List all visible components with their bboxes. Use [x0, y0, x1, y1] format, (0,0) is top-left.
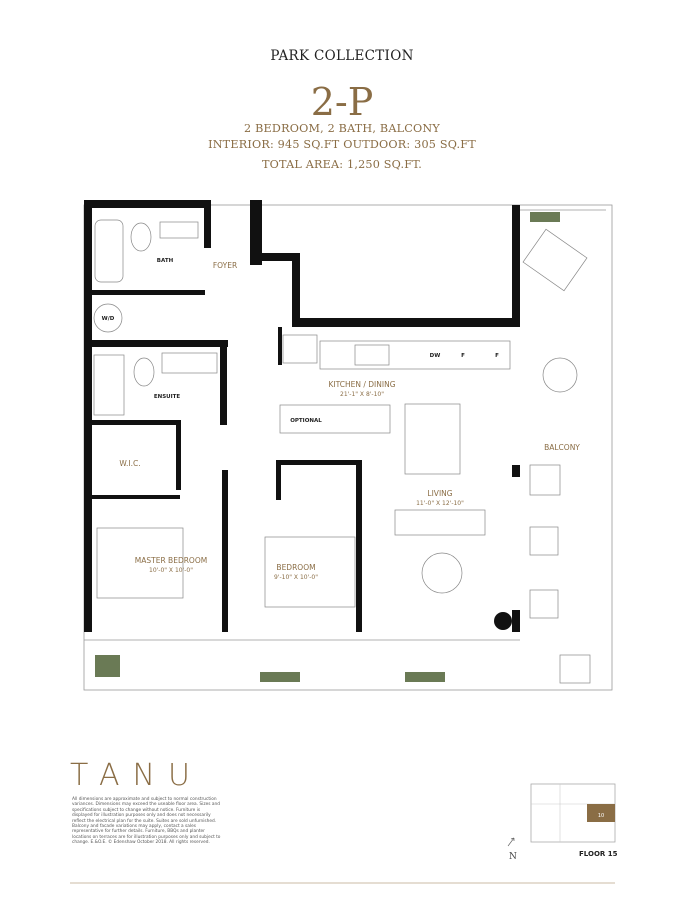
disclaimer-text: All dimensions are approximate and subje…	[72, 797, 221, 846]
balcony-chair-icon	[559, 654, 591, 684]
room-label-living: LIVING	[427, 489, 452, 498]
total-area-line: TOTAL AREA: 1,250 SQ.FT.	[262, 158, 422, 171]
floor-label: FLOOR 15	[579, 850, 618, 858]
dining-table	[404, 403, 461, 475]
balcony-table-icon	[542, 357, 578, 393]
master-bed-icon	[96, 527, 184, 599]
key-plan: 10	[507, 783, 616, 847]
balcony-chair-icon	[529, 526, 559, 556]
kitchen-dimensions: 21'-1" X 8'-10"	[340, 391, 384, 398]
island-optional	[279, 404, 391, 434]
room-label-bedroom: BEDROOM	[276, 563, 315, 572]
vanity-icon	[161, 352, 218, 374]
sofa-icon	[394, 509, 486, 536]
balcony-chair-icon	[529, 589, 559, 619]
areas-line: INTERIOR: 945 SQ.FT OUTDOOR: 305 SQ.FT	[208, 138, 476, 151]
walls	[84, 200, 520, 632]
key-plan-unit-label: 10	[598, 813, 604, 819]
washer-dryer-icon	[93, 303, 123, 333]
shower-icon	[93, 354, 125, 416]
planters	[95, 212, 560, 682]
room-label-balcony: BALCONY	[544, 443, 580, 452]
label-fridge-b: F	[495, 353, 499, 359]
fixtures	[93, 219, 591, 684]
label-fridge-a: F	[461, 353, 465, 359]
room-label-wic: W.I.C.	[119, 459, 140, 468]
fridge-icon	[282, 334, 318, 364]
cooktop-icon	[354, 344, 390, 366]
room-label-master: MASTER BEDROOM	[135, 556, 207, 565]
room-label-foyer: FOYER	[213, 261, 237, 270]
label-optional: OPTIONAL	[290, 418, 322, 424]
lounger-icon	[522, 228, 588, 292]
collection-title: PARK COLLECTION	[270, 48, 414, 64]
master-dimensions: 10'-0" X 10'-0"	[149, 567, 193, 574]
toilet-icon	[130, 222, 152, 252]
room-label-kitchen: KITCHEN / DINING	[328, 380, 395, 389]
room-label-ensuite: ENSUITE	[154, 394, 181, 400]
room-label-wd: W/D	[102, 316, 115, 322]
column-icon	[494, 612, 512, 630]
kitchen-counter	[319, 340, 511, 370]
key-plan-unit-highlight	[587, 804, 615, 822]
north-label: N	[509, 852, 517, 862]
living-dimensions: 11'-0" X 12'-10"	[416, 500, 464, 507]
footer-divider	[70, 882, 615, 884]
bathtub-icon	[94, 219, 124, 283]
tanu-logo: TANU	[70, 758, 203, 793]
coffee-table-icon	[421, 552, 463, 594]
bed-icon	[264, 536, 356, 608]
sink-icon	[159, 221, 199, 239]
balcony-chair-icon	[529, 464, 561, 496]
label-dw: DW	[430, 353, 441, 359]
room-label-bath: BATH	[157, 258, 174, 264]
balcony-outline	[83, 204, 613, 691]
toilet-icon	[133, 357, 155, 387]
unit-name: 2-P	[310, 80, 374, 124]
bedroom-dimensions: 9'-10" X 10'-0"	[274, 574, 318, 581]
bedrooms-line: 2 BEDROOM, 2 BATH, BALCONY	[244, 122, 440, 135]
north-arrow-icon	[507, 837, 515, 847]
